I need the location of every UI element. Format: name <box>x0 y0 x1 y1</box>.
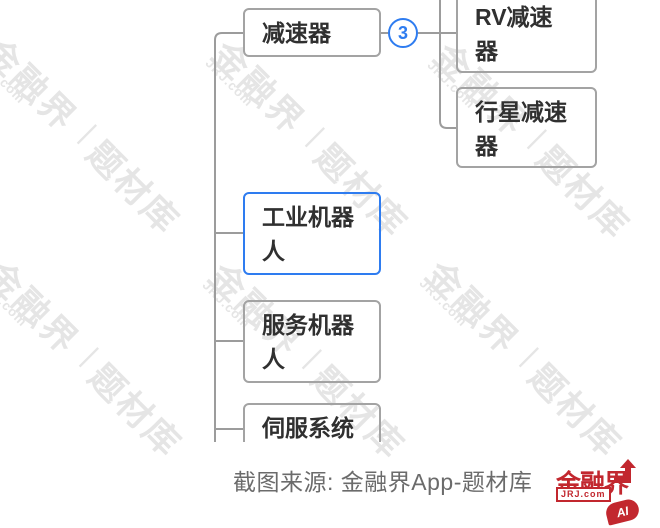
node-label: 减速器 <box>262 20 331 46</box>
connector-lines <box>214 0 456 442</box>
footer: 截图来源: 金融界App-题材库 金融界 JRJ.com AI <box>0 442 660 528</box>
mindmap-diagram: 减速器 3 RV减速器 行星减速器 工业机器人 服务机器人 伺服系统 <box>214 0 597 442</box>
children-count-badge[interactable]: 3 <box>388 18 418 48</box>
node-label: 工业机器人 <box>262 204 354 264</box>
node-industrial-robot[interactable]: 工业机器人 <box>243 192 381 275</box>
node-reducer[interactable]: 减速器 <box>243 8 381 57</box>
node-servo-system[interactable]: 伺服系统 <box>243 403 381 442</box>
node-label: 服务机器人 <box>262 312 354 372</box>
jrj-logo: 金融界 JRJ.com AI <box>556 459 656 526</box>
connector-branch-planetary <box>439 0 456 129</box>
node-rv-reducer[interactable]: RV减速器 <box>456 0 597 73</box>
jrj-domain-label: JRJ.com <box>556 487 611 502</box>
up-arrow-icon <box>614 459 638 491</box>
connector-trunk <box>214 32 243 442</box>
node-label: 行星减速器 <box>475 99 567 159</box>
node-planetary-reducer[interactable]: 行星减速器 <box>456 87 597 168</box>
node-label: RV减速器 <box>475 4 553 64</box>
node-label: 伺服系统 <box>262 415 354 441</box>
node-service-robot[interactable]: 服务机器人 <box>243 300 381 383</box>
source-caption: 截图来源: 金融界App-题材库 <box>233 469 533 495</box>
